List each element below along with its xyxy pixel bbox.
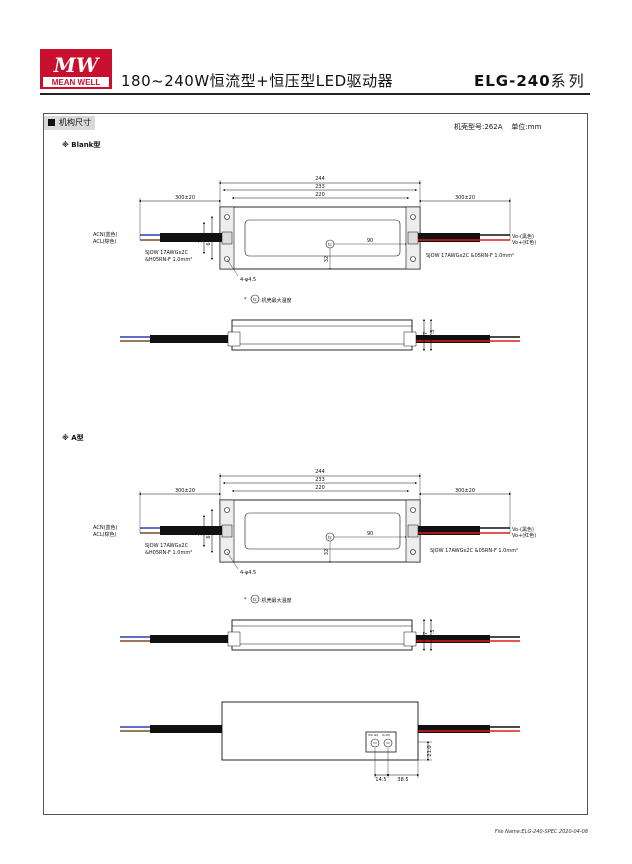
- tc-label: tc: [328, 242, 332, 247]
- header-rule: [40, 93, 590, 95]
- cable-right: SJOW 17AWGx2C &05RN-F 1.0mm²: [426, 253, 514, 259]
- case-no: 机壳型号:262A: [454, 123, 503, 131]
- top-view-blank: 244 233 220 300±20 300±20 71 63.5 90 32 …: [93, 176, 536, 283]
- acl-label: ACL(棕色): [93, 531, 117, 538]
- vo-minus-label: Vo-(黑色): [512, 526, 534, 533]
- dim-mount: 233: [315, 184, 325, 190]
- case-info: 机壳型号:262A 单位:mm: [454, 122, 541, 132]
- dim-trim-a: 14.5: [375, 777, 386, 783]
- variant-label-a: ※ A型: [62, 434, 84, 442]
- acn-label: ACN(蓝色): [93, 231, 118, 238]
- variant-label-blank: ※ Blank型: [62, 141, 101, 149]
- dim-hole: 4-φ4.5: [240, 277, 256, 283]
- vo-plus-label: Vo+(红色): [512, 532, 536, 539]
- cable-right: SJOW 17AWGx2C &05RN-F 1.0mm²: [430, 548, 518, 554]
- dim-right-lead: 300±20: [455, 488, 475, 494]
- mean-well-logo: MW MEAN WELL: [40, 49, 112, 89]
- dim-tc-y: 32: [324, 549, 330, 555]
- dim-h1: 71: [198, 530, 204, 536]
- section-heading: 机构尺寸: [44, 116, 95, 130]
- series-model: ELG-240: [474, 72, 551, 90]
- dim-overall: 244: [315, 176, 325, 182]
- side-h1: 37: [423, 332, 429, 338]
- cable-left-2: &H05RN-F 1.0mm²: [145, 257, 192, 263]
- dim-left-lead: 300±20: [175, 195, 195, 201]
- dim-h2: 63.5: [206, 234, 212, 245]
- vo-minus-label: Vo-(黑色): [512, 233, 534, 240]
- side-view-a: 37 37.5: [120, 620, 520, 650]
- tc-note-blank: * tc :机壳最大温度: [244, 294, 292, 304]
- dim-trim-b: 38.5: [397, 777, 408, 783]
- tc-note-a: * tc :机壳最大温度: [244, 594, 292, 604]
- series-title: ELG-240系列: [474, 70, 587, 91]
- trim-vol-label: VOL ADJ: [368, 733, 378, 737]
- svg-text:*: *: [244, 297, 247, 303]
- tc-label: tc: [328, 535, 332, 540]
- dim-trim-height: 21.0: [427, 745, 433, 756]
- logo-mark: MW: [53, 53, 101, 77]
- tc-note-text: :机壳最大温度: [260, 597, 292, 604]
- content-frame: [43, 113, 588, 815]
- vo-plus-label: Vo+(红色): [512, 239, 536, 246]
- section-title: 机构尺寸: [59, 118, 91, 127]
- cable-left-1: SJOW 17AWGx2C: [145, 543, 189, 549]
- cable-left-2: &H05RN-F 1.0mm²: [145, 550, 192, 556]
- side-h2: 37.5: [430, 629, 436, 640]
- dim-h2: 63.5: [206, 527, 212, 538]
- page-title: 180~240W恒流型+恒压型LED驱动器: [121, 72, 394, 90]
- dim-h1: 71: [198, 237, 204, 243]
- dim-right-lead: 300±20: [455, 195, 475, 201]
- side-view-blank: 37 37.5: [120, 320, 520, 350]
- unit-label: 单位:mm: [511, 123, 542, 131]
- acl-label: ACL(棕色): [93, 238, 117, 245]
- side-h1: 37: [423, 632, 429, 638]
- tc-note-icon: tc: [253, 297, 257, 302]
- logo-text: MEAN WELL: [52, 78, 101, 87]
- dim-tc-x: 90: [367, 531, 373, 537]
- tc-note-text: :机壳最大温度: [260, 297, 292, 304]
- acn-label: ACN(蓝色): [93, 524, 118, 531]
- tc-note-icon: tc: [253, 597, 257, 602]
- top-view-a: 244 233 220 300±20 300±20 71 63.5 90 32 …: [93, 469, 536, 576]
- dim-mount: 233: [315, 477, 325, 483]
- dim-hole: 4-φ4.5: [240, 570, 256, 576]
- file-name-footer: File Name:ELG-240-SPEC 2020-04-08: [494, 829, 588, 835]
- square-bullet-icon: [48, 119, 55, 126]
- series-suffix: 系列: [550, 72, 587, 90]
- dim-left-lead: 300±20: [175, 488, 195, 494]
- dim-body: 220: [315, 485, 325, 491]
- dim-tc-x: 90: [367, 238, 373, 244]
- cable-left-1: SJOW 17AWGx2C: [145, 250, 189, 256]
- side-h2: 37.5: [430, 329, 436, 340]
- trim-io-label: IO ADJ: [382, 733, 390, 737]
- dim-overall: 244: [315, 469, 325, 475]
- bottom-view-a: VOL ADJ IO ADJ 21.0 14.5 38.5: [120, 701, 520, 783]
- dim-tc-y: 32: [324, 256, 330, 262]
- dim-body: 220: [315, 192, 325, 198]
- svg-text:*: *: [244, 597, 247, 603]
